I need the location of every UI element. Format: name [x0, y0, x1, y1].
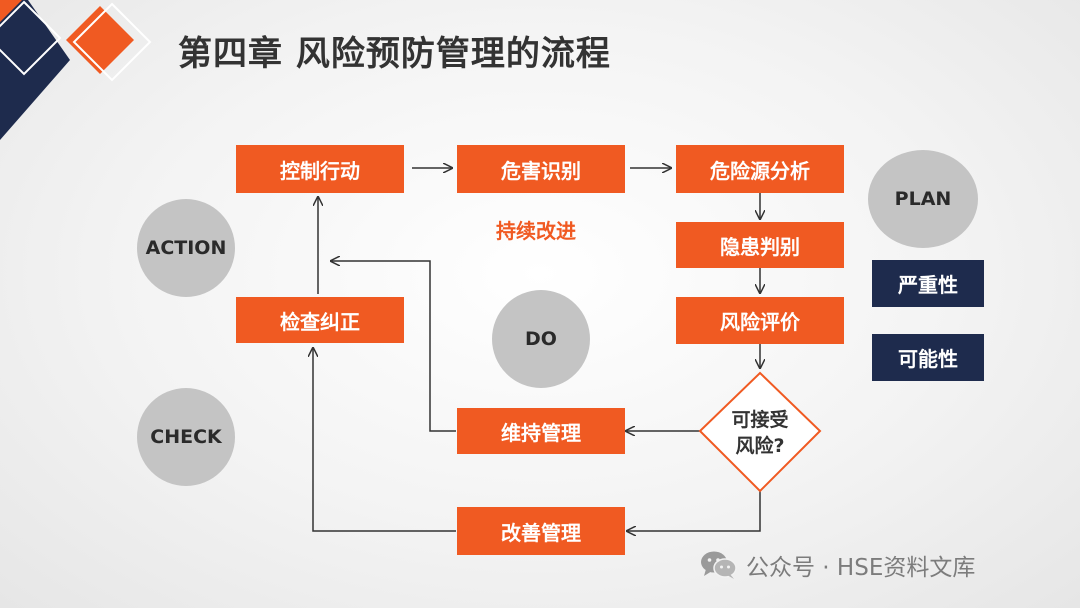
risk-evaluation-box: 风险评价 [676, 297, 844, 344]
check-circle: CHECK [137, 388, 235, 486]
possibility-box: 可能性 [872, 334, 984, 381]
action-circle: ACTION [137, 199, 235, 297]
hidden-danger-judgment-box: 隐患判别 [676, 222, 844, 268]
control-action-box: 控制行动 [236, 145, 404, 193]
severity-box: 严重性 [872, 260, 984, 307]
inspection-correction-box: 检查纠正 [236, 297, 404, 343]
arrow-maintain-loop [331, 261, 456, 432]
decision-label: 可接受 风险? [710, 407, 810, 459]
plan-circle: PLAN [868, 150, 978, 248]
improve-management-box: 改善管理 [457, 507, 625, 555]
arrow-improve-to-inspection [313, 348, 456, 532]
hazard-identification-box: 危害识别 [457, 145, 625, 193]
corner-decoration [0, 0, 152, 140]
decision-diamond [698, 371, 822, 493]
decision-line-1: 可接受 [731, 409, 789, 431]
do-circle: DO [492, 290, 590, 388]
watermark: 公众号 · HSE资料文库 [700, 548, 975, 582]
hazard-source-analysis-box: 危险源分析 [676, 145, 844, 193]
decision-line-2: 风险? [735, 435, 785, 457]
arrow-decision-to-improve [627, 491, 761, 531]
maintain-management-box: 维持管理 [457, 408, 625, 454]
page-title: 第四章 风险预防管理的流程 [178, 34, 611, 74]
watermark-text: 公众号 · HSE资料文库 [746, 555, 976, 581]
wechat-icon [701, 551, 737, 579]
continuous-improvement-label: 持续改进 [496, 219, 576, 243]
